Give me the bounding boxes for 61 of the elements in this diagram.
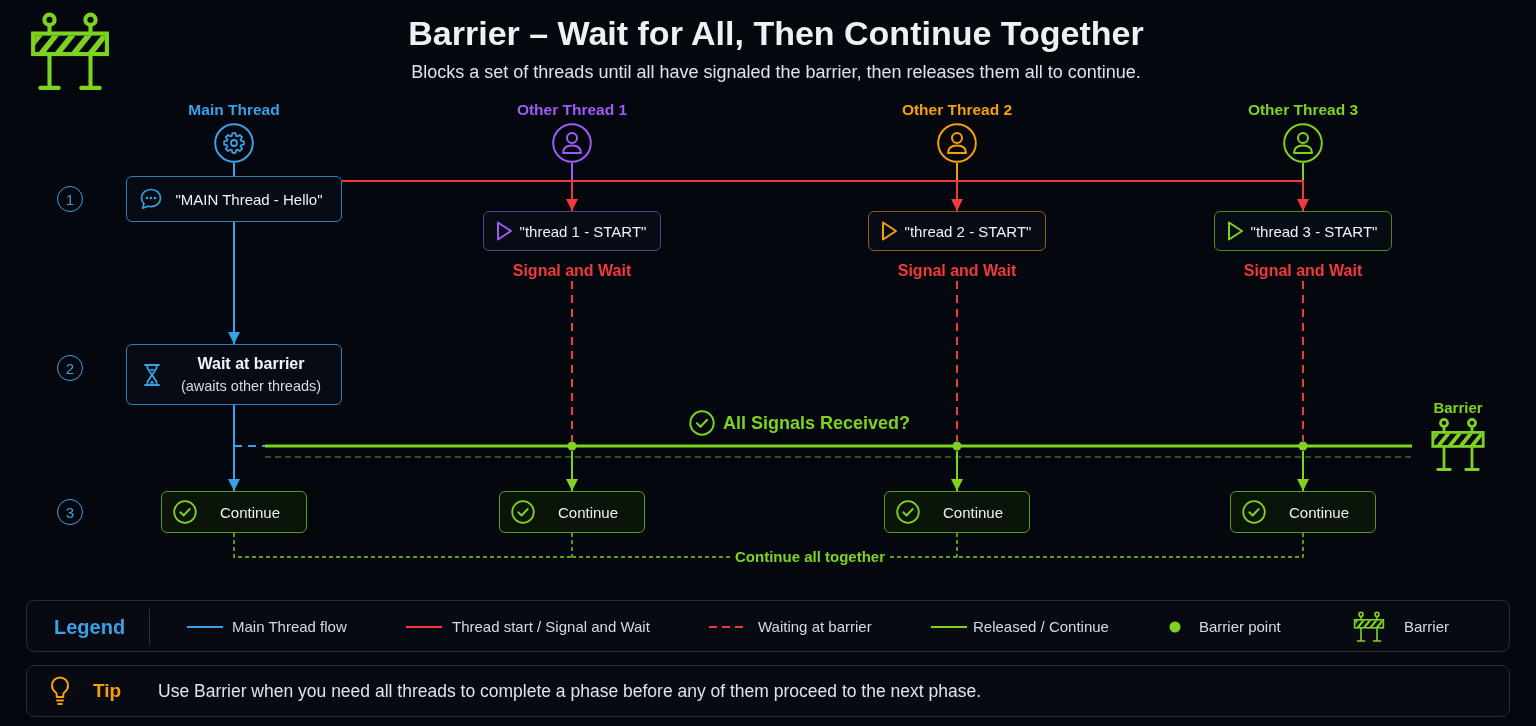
box-heading: Wait at barrier (197, 354, 305, 374)
tip-heading: Tip (93, 679, 122, 703)
arrow (951, 450, 963, 492)
dashed-connector (956, 280, 958, 442)
thread-label: Other Thread 2 (901, 100, 1013, 120)
connector-line (571, 180, 958, 182)
box-label: Continue (1288, 502, 1349, 522)
wait-box (126, 344, 342, 405)
thread-label: Main Thread (188, 100, 280, 120)
connector-line (233, 162, 235, 177)
legend-title: Legend (54, 615, 126, 639)
dashed-connector (233, 445, 266, 447)
box-subtext: (awaits other threads) (180, 377, 322, 396)
arrow (956, 180, 1309, 212)
box-label: "MAIN Thread - Hello" (175, 189, 323, 209)
connector-line (341, 180, 573, 182)
legend-label: Barrier (1404, 618, 1449, 636)
box-label: Continue (219, 502, 280, 522)
thread-label: Other Thread 3 (1247, 100, 1359, 120)
connector-line (1302, 162, 1304, 182)
arrow (228, 221, 240, 345)
box-label: "thread 2 - START" (904, 221, 1032, 241)
arrow (566, 450, 578, 492)
dashed-connector (889, 556, 958, 558)
barrier-question: All Signals Received? (723, 412, 911, 435)
dashed-connector (233, 532, 573, 558)
subtitle: Blocks a set of threads until all have signaled the barrier, then releases them all to continue. (411, 61, 1141, 83)
legend-label: Waiting at barrier (758, 618, 872, 636)
dashed-connector (571, 556, 731, 558)
message-box (126, 176, 342, 222)
legend-label: Barrier point (1199, 618, 1281, 636)
legend-label: Thread start / Signal and Wait (452, 618, 650, 636)
connector-line (571, 162, 573, 182)
arrow (951, 180, 963, 212)
box-label: "thread 1 - START" (519, 221, 647, 241)
tip-panel (26, 665, 1510, 717)
title: Barrier – Wait for All, Then Continue Together (408, 13, 1144, 53)
signal-label: Signal and Wait (897, 261, 1017, 281)
continue-box (161, 491, 307, 533)
barrier-label: Barrier (1433, 399, 1483, 417)
thread-label: Other Thread 1 (516, 100, 628, 120)
arrow (228, 404, 240, 492)
dashed-connector (1302, 280, 1304, 442)
continue-box (499, 491, 645, 533)
connector-line (956, 162, 958, 182)
signal-label: Signal and Wait (512, 261, 632, 281)
continue-box (884, 491, 1030, 533)
legend-label: Main Thread flow (232, 618, 347, 636)
box-label: Continue (557, 502, 618, 522)
dashed-connector (956, 532, 1304, 558)
arrow (566, 180, 578, 212)
legend-label: Released / Continue (973, 618, 1109, 636)
dashed-connector (571, 532, 573, 558)
dashed-connector (571, 280, 573, 442)
box-label: "thread 3 - START" (1250, 221, 1378, 241)
arrow (1297, 450, 1309, 492)
box-label: Continue (942, 502, 1003, 522)
continue-box (1230, 491, 1376, 533)
signal-label: Signal and Wait (1243, 261, 1363, 281)
dashed-connector (956, 532, 958, 558)
tip-text: Use Barrier when you need all threads to complete a phase before any of them proceed to the next phase. (158, 680, 981, 702)
